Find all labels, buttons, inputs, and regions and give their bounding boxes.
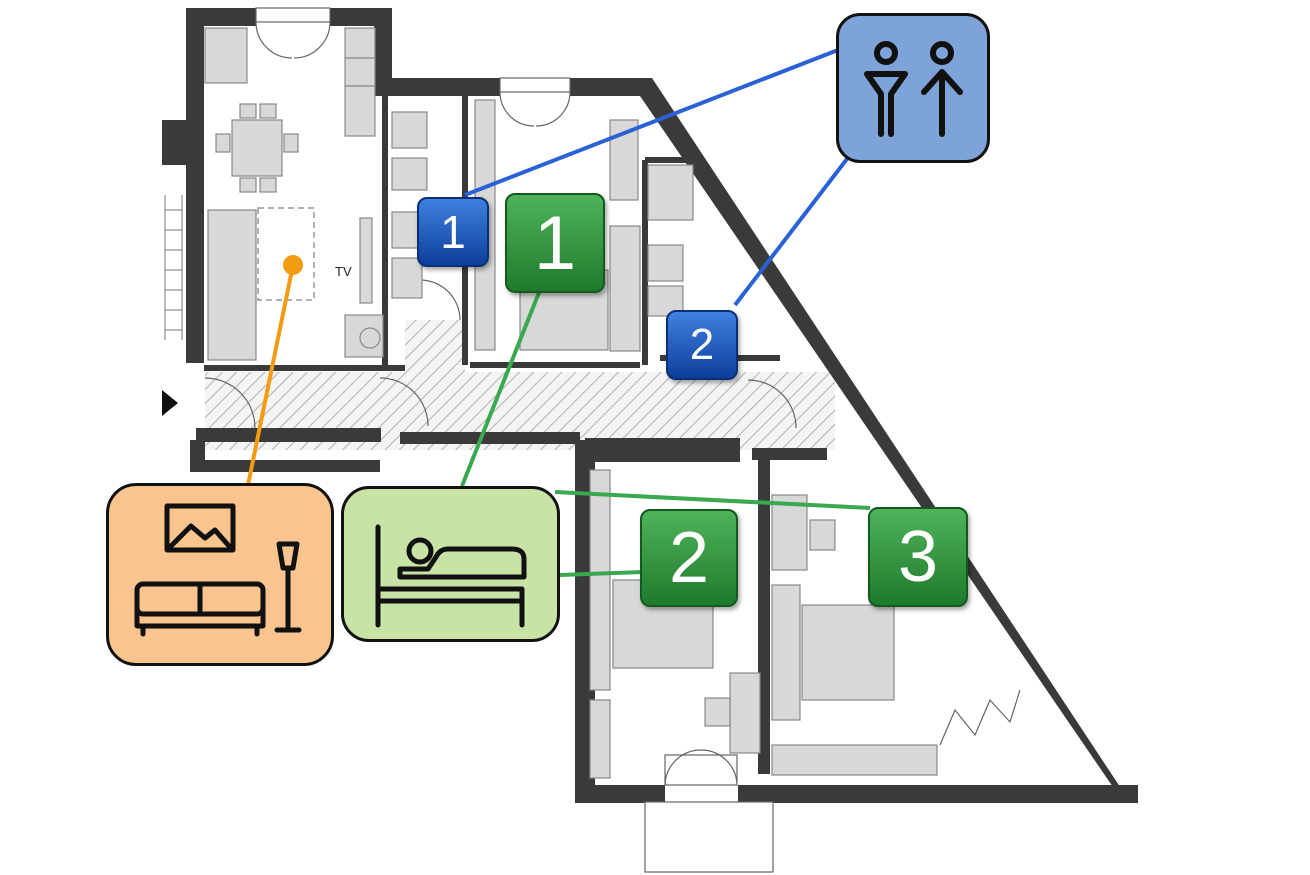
floor-lamp-icon bbox=[274, 541, 302, 633]
bed-2-connector bbox=[559, 570, 643, 577]
bedroom-1-badge: 1 bbox=[505, 193, 605, 293]
bedroom-3-badge: 3 bbox=[868, 507, 968, 607]
bed-icon bbox=[375, 524, 527, 628]
rug bbox=[257, 207, 315, 301]
bathroom-fixtures bbox=[391, 111, 694, 317]
restroom-icon bbox=[864, 41, 963, 137]
bedroom-legend bbox=[341, 486, 560, 642]
connector-lines bbox=[246, 48, 871, 577]
bath-1-connector bbox=[464, 48, 839, 197]
bathroom-1-badge: 1 bbox=[417, 197, 489, 267]
bedroom-3-furniture bbox=[771, 494, 938, 776]
picture-icon bbox=[164, 503, 236, 553]
bedroom-2-badge: 2 bbox=[640, 509, 738, 607]
living-connector bbox=[246, 264, 295, 486]
bed-1-connector bbox=[460, 289, 542, 487]
living-room-icon bbox=[134, 503, 302, 637]
sofa bbox=[207, 209, 257, 361]
stove bbox=[344, 57, 376, 87]
dining-table bbox=[231, 119, 283, 177]
living-furniture bbox=[204, 27, 384, 361]
stairs bbox=[164, 195, 183, 340]
bathroom-2-badge: 2 bbox=[666, 310, 738, 380]
living-dot bbox=[283, 255, 303, 275]
doors bbox=[204, 7, 1021, 873]
bed-3-connector bbox=[554, 490, 871, 510]
bathroom-legend bbox=[836, 13, 990, 163]
tv-label: TV bbox=[335, 264, 352, 279]
bath-2-connector bbox=[733, 153, 852, 307]
living-room-legend bbox=[106, 483, 334, 666]
entrance-arrow-icon bbox=[162, 390, 178, 416]
outer-walls bbox=[162, 8, 1138, 803]
sofa-icon bbox=[134, 581, 266, 637]
bedroom-1-furniture bbox=[474, 99, 641, 352]
corridor-floor-2 bbox=[405, 320, 465, 375]
